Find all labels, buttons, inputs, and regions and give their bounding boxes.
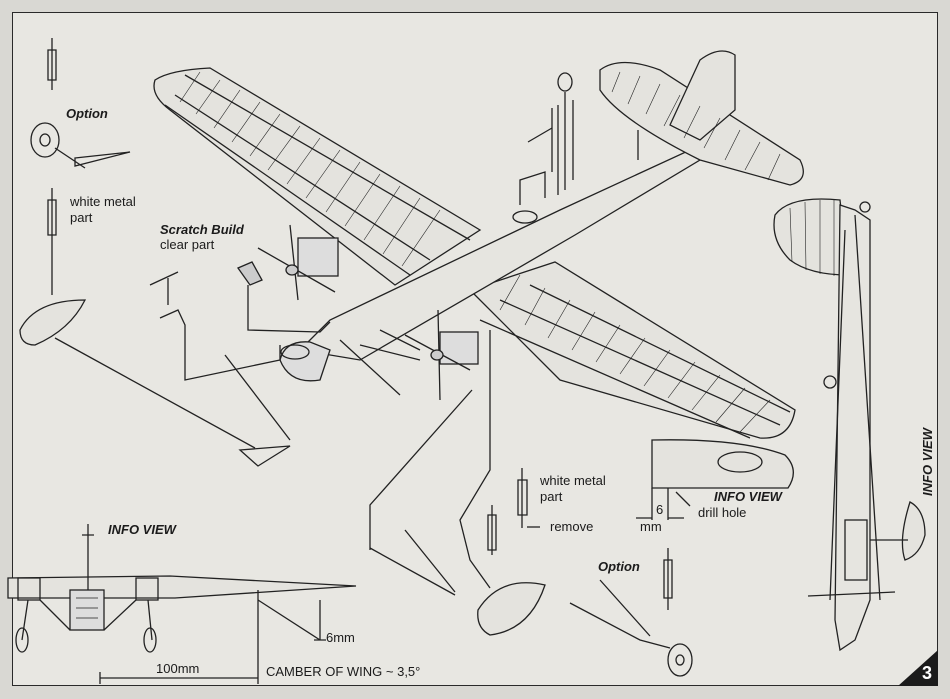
info-view-label-side: INFO VIEW [920,428,935,496]
dim-6-label: 6 [656,502,664,517]
option-label-top: Option [66,106,108,121]
spat-info-view [636,439,794,520]
info-view-label-bottom: INFO VIEW [108,522,176,537]
clear-part-label: clear part [160,237,215,252]
page-number: 3 [898,656,938,686]
camber-label: CAMBER OF WING ~ 3,5° [266,664,421,679]
side-view [773,198,926,652]
tail-wheel-option [30,38,131,169]
dim-6mm-label: 6mm [326,630,355,645]
left-engine [257,224,339,301]
left-wing [153,67,482,286]
dim-mm-label: mm [640,519,662,534]
antenna-parts [527,72,639,195]
main-gear [339,329,546,636]
right-engine [404,309,479,401]
right-wing [468,261,796,439]
white-metal-part-label-mid: white metal part [540,473,606,504]
info-view-label-right: INFO VIEW [714,489,782,504]
clear-part [149,261,331,441]
option-label-bottom: Option [598,559,640,574]
tail-assembly [599,50,804,186]
front-info-view [7,524,357,684]
remove-label: remove [550,519,594,534]
white-metal-part-label-top: white metal part [70,194,136,225]
gear-option-right [569,548,693,677]
tail-wheel-white-metal [19,188,291,467]
dim-100mm-label: 100mm [156,661,200,676]
page-number-text: 3 [921,663,932,683]
drill-hole-label: drill hole [698,505,747,520]
scratch-build-label: Scratch Build [160,222,244,237]
